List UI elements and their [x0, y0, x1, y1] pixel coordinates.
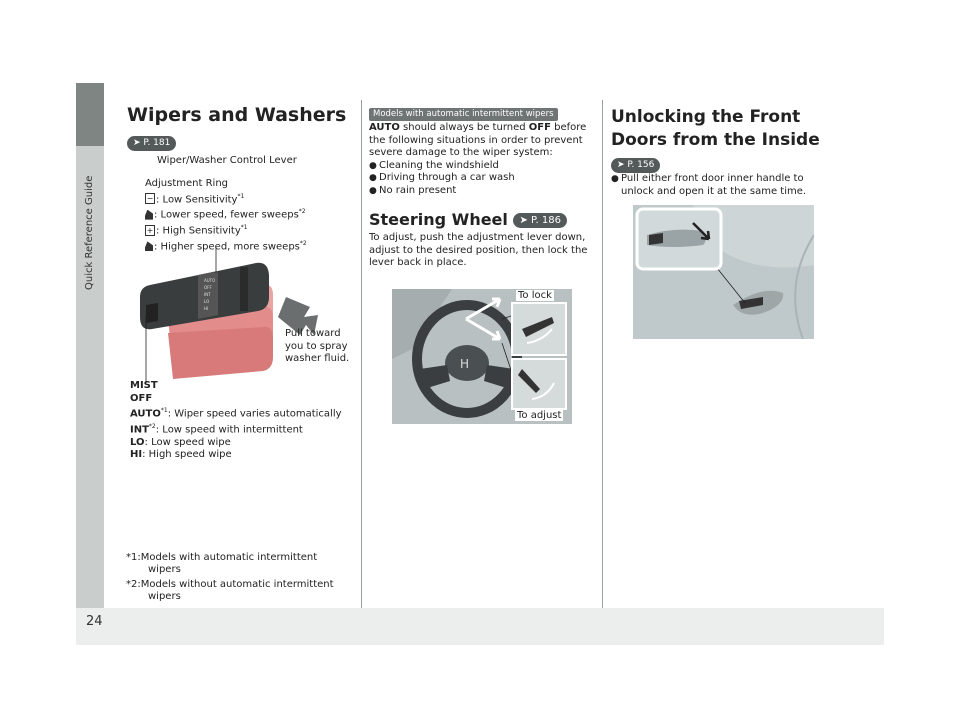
- wipers-page-ref[interactable]: ➤ P. 181: [127, 136, 177, 151]
- arrow-icon: ➤: [617, 160, 625, 170]
- mode-mist: MIST: [130, 380, 158, 391]
- wipers-title: Wipers and Washers: [127, 104, 347, 126]
- logo-icon: H: [460, 357, 469, 371]
- lever-label: Wiper/Washer Control Lever: [157, 155, 297, 166]
- steering-title: Steering Wheel ➤ P. 186: [369, 210, 567, 229]
- arrow-icon: ➤: [133, 138, 141, 148]
- wiper-lever-illustration: AUTO OFF INT LO HI: [140, 247, 318, 383]
- low-speed-icon: [145, 209, 153, 220]
- mode-int: INT*2: Low speed with intermittent: [130, 422, 303, 436]
- column-divider: [602, 100, 603, 608]
- plus-icon: +: [145, 224, 155, 236]
- model-badge: Models with automatic intermittent wiper…: [369, 108, 558, 121]
- mode-lo: LO: Low speed wipe: [130, 436, 231, 448]
- to-lock-label: To lock: [516, 290, 554, 301]
- ring-title: Adjustment Ring: [145, 178, 229, 189]
- list-item: Driving through a car wash: [369, 172, 594, 185]
- lever-mark: LO: [204, 299, 209, 304]
- page-number: 24: [86, 614, 103, 629]
- sidebar-label: Quick Reference Guide: [84, 175, 95, 290]
- list-item: No rain present: [369, 185, 594, 198]
- unlock-page-ref[interactable]: ➤ P. 156: [611, 158, 661, 173]
- list-item: Pull either front door inner handle to u…: [611, 173, 826, 198]
- lever-mark: AUTO: [204, 278, 215, 283]
- to-adjust-label: To adjust: [515, 410, 564, 421]
- unlock-title: Unlocking the Front Doors from the Insid…: [611, 107, 820, 150]
- steering-page-ref[interactable]: ➤ P. 186: [513, 213, 567, 228]
- column-divider: [361, 100, 362, 608]
- lever-mark: HI: [204, 306, 208, 311]
- arrow-icon: ➤: [519, 215, 528, 226]
- minus-icon: −: [145, 193, 155, 205]
- pull-instruction: Pull toward you to spray washer fluid.: [285, 328, 350, 364]
- mode-off: OFF: [130, 392, 153, 404]
- door-handle-illustration: [633, 205, 814, 339]
- wiper-modes-legend: MIST OFF AUTO*1: Wiper speed varies auto…: [130, 380, 360, 462]
- steering-wheel-illustration: H: [392, 289, 572, 424]
- adjustment-ring-legend: Adjustment Ring −: Low Sensitivity*1 : L…: [145, 178, 360, 254]
- footnote-2: *2:Models without automatic intermittent…: [126, 579, 334, 602]
- mode-auto: AUTO*1: Wiper speed varies automatically: [130, 407, 342, 420]
- lever-mark: OFF: [204, 285, 212, 290]
- auto-notice: AUTO should always be turned OFF before …: [369, 122, 594, 197]
- sidebar: [76, 83, 104, 608]
- high-speed-icon: [145, 241, 153, 252]
- unlock-instructions: Pull either front door inner handle to u…: [611, 173, 826, 198]
- mode-hi: HI: High speed wipe: [130, 449, 232, 461]
- steering-instructions: To adjust, push the adjustment lever dow…: [369, 232, 588, 268]
- sidebar-tab: [76, 83, 104, 146]
- notice-list: Cleaning the windshield Driving through …: [369, 160, 594, 198]
- list-item: Cleaning the windshield: [369, 160, 594, 173]
- lever-mark: INT: [204, 292, 211, 297]
